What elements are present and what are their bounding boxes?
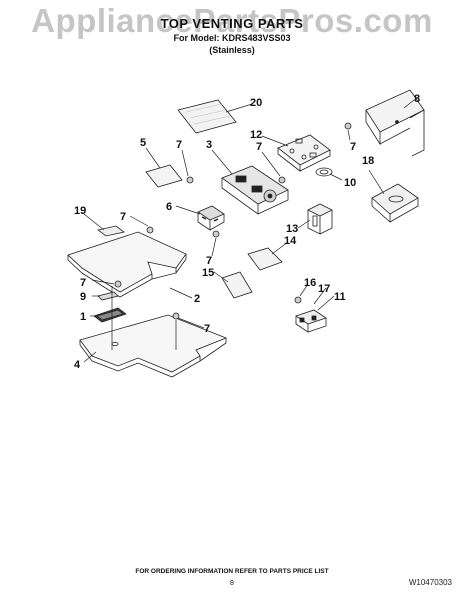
part-20-sheet (177, 99, 237, 134)
ordering-note: FOR ORDERING INFORMATION REFER TO PARTS … (135, 568, 329, 575)
finish-label: (Stainless) (209, 45, 255, 55)
callout-15: 15 (202, 267, 214, 279)
part-19-bracket (97, 225, 125, 237)
part-18-duct (371, 183, 419, 223)
page-title: TOP VENTING PARTS (160, 16, 304, 31)
callout-8: 8 (414, 93, 420, 105)
part-1-filter (93, 307, 127, 323)
callout-11: 11 (334, 291, 346, 303)
part-10-grommet (315, 167, 333, 177)
leader-lines (83, 99, 415, 363)
callout-9: 9 (80, 291, 86, 303)
watermark: AppliancePartsPros.com (31, 2, 433, 39)
part-12-plate (277, 134, 331, 172)
callout-7: 7 (120, 211, 126, 223)
callout-20: 20 (250, 97, 262, 109)
callout-7: 7 (206, 255, 212, 267)
callout-5: 5 (140, 137, 146, 149)
callout-1: 1 (80, 311, 86, 323)
callout-7: 7 (350, 141, 356, 153)
part-2-panel (67, 231, 187, 298)
callout-7: 7 (256, 141, 262, 153)
page-number: 8 (230, 580, 234, 587)
callout-13: 13 (286, 223, 298, 235)
callout-7: 7 (176, 139, 182, 151)
callout-19: 19 (74, 205, 86, 217)
document-code: W10470303 (408, 578, 452, 587)
part-15-plate (221, 271, 253, 299)
callout-17: 17 (318, 283, 330, 295)
callout-3: 3 (206, 139, 212, 151)
callout-10: 10 (344, 177, 356, 189)
callout-4: 4 (74, 359, 81, 371)
part-3-blower (221, 165, 289, 215)
callout-16: 16 (304, 277, 316, 289)
part-11-16-17-switch (295, 309, 327, 333)
screw-icon (114, 122, 352, 320)
callout-7: 7 (80, 277, 86, 289)
callout-12: 12 (250, 129, 262, 141)
model-line: For Model: KDRS483VSS03 (173, 33, 291, 43)
part-6-module (197, 205, 225, 231)
callout-7: 7 (204, 323, 210, 335)
part-14-plate (247, 247, 283, 271)
part-5-plate (145, 164, 183, 188)
part-13-box (307, 203, 333, 235)
part-9-strip (97, 291, 119, 301)
callout-2: 2 (194, 293, 200, 305)
callout-6: 6 (166, 201, 172, 213)
callout-18: 18 (362, 155, 374, 167)
callout-14: 14 (284, 235, 297, 247)
part-8-bracket (365, 89, 425, 157)
